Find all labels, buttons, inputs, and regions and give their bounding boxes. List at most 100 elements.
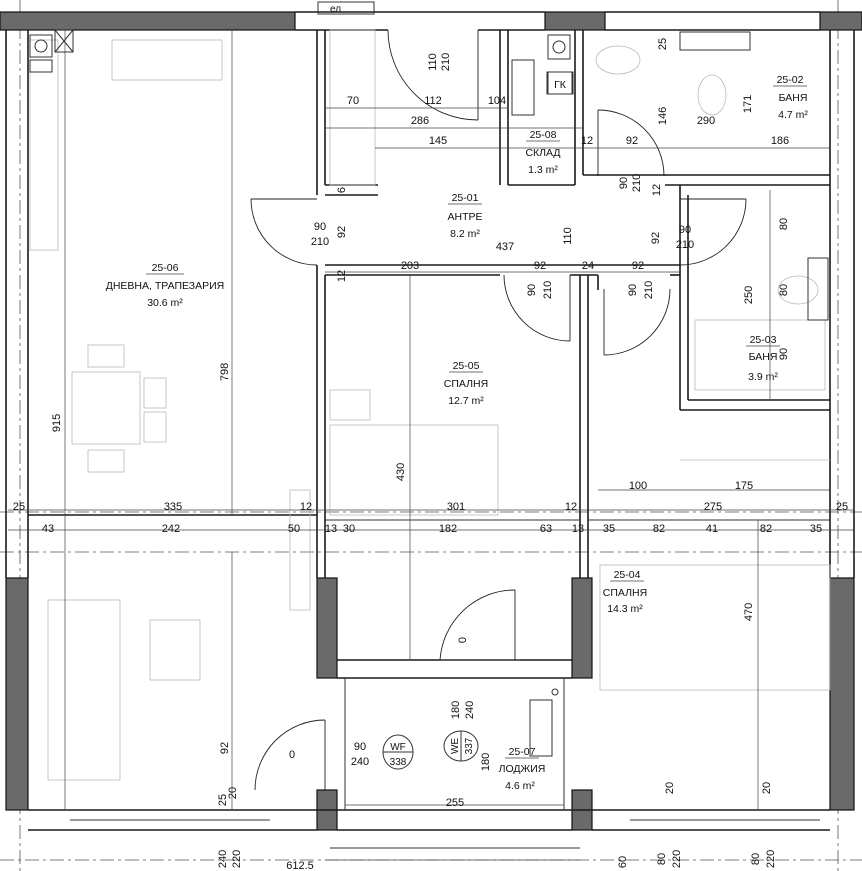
dim-text: 35 bbox=[810, 523, 822, 535]
dim-text: 250 bbox=[743, 286, 755, 304]
dim-text: 210 bbox=[676, 239, 694, 251]
dim-text: 12 bbox=[565, 501, 577, 513]
room-25-07: 25-07 ЛОДЖИЯ 4.6 m² bbox=[499, 746, 546, 792]
we-label: WE bbox=[450, 738, 461, 754]
dim-text: 915 bbox=[51, 414, 63, 432]
dim-text: 70 bbox=[347, 95, 359, 107]
room-code: 25-06 bbox=[152, 262, 179, 274]
dim-text: 13 bbox=[572, 523, 584, 535]
dim-text: 90 bbox=[526, 284, 538, 296]
dim-text: 92 bbox=[626, 135, 638, 147]
dim-text: 92 bbox=[336, 226, 348, 238]
dim-text: 80 bbox=[778, 218, 790, 230]
dim-text: 25 bbox=[217, 794, 229, 806]
dim-text: 242 bbox=[162, 523, 180, 535]
room-25-05: 25-05 СПАЛНЯ 12.7 m² bbox=[444, 360, 488, 407]
room-name: ЛОДЖИЯ bbox=[499, 763, 546, 775]
dim-text: 104 bbox=[488, 95, 506, 107]
dim-text: 110 bbox=[562, 227, 574, 245]
tags: ГК ел WF 338 WE 337 bbox=[317, 1, 574, 770]
dim-text: 286 bbox=[411, 115, 429, 127]
room-code: 25-07 bbox=[509, 746, 536, 758]
room-code: 25-03 bbox=[750, 334, 777, 346]
room-name: БАНЯ bbox=[779, 92, 808, 104]
room-code: 25-01 bbox=[452, 192, 479, 204]
gk-tag: ГК bbox=[554, 79, 567, 91]
we-value: 337 bbox=[464, 737, 475, 754]
dim-text: 35 bbox=[603, 523, 615, 535]
dim-text: 25 bbox=[13, 501, 25, 513]
dim-text: 24 bbox=[582, 260, 594, 272]
room-25-08: 25-08 СКЛАД 1.3 m² bbox=[525, 129, 560, 176]
dim-text: 50 bbox=[288, 523, 300, 535]
room-code: 25-05 bbox=[453, 360, 480, 372]
room-code: 25-02 bbox=[777, 74, 804, 86]
dim-text: 90 bbox=[314, 221, 326, 233]
dim-text: 90 bbox=[679, 224, 691, 236]
dim-text: 470 bbox=[743, 603, 755, 621]
dim-text: 430 bbox=[395, 463, 407, 481]
dim-text: 175 bbox=[735, 480, 753, 492]
dim-text: 290 bbox=[697, 115, 715, 127]
dim-text: 92 bbox=[632, 260, 644, 272]
wf-value: 338 bbox=[390, 757, 407, 768]
room-25-04: 25-04 СПАЛНЯ 14.3 m² bbox=[603, 569, 647, 615]
room-area: 1.3 m² bbox=[528, 164, 558, 176]
dim-text: 0 bbox=[289, 749, 295, 761]
dim-text: 12 bbox=[336, 270, 348, 282]
room-name: АНТРЕ bbox=[447, 211, 482, 223]
dim-text: 43 bbox=[42, 523, 54, 535]
el-tag: ел bbox=[330, 4, 341, 15]
doors bbox=[250, 29, 747, 791]
furniture bbox=[29, 29, 831, 781]
dim-text: 20 bbox=[761, 782, 773, 794]
room-code: 25-08 bbox=[530, 129, 557, 141]
structural-walls bbox=[0, 11, 862, 831]
room-area: 4.6 m² bbox=[505, 780, 535, 792]
dim-text: 210 bbox=[440, 53, 452, 71]
dim-text: 12 bbox=[300, 501, 312, 513]
dim-text: 180 bbox=[480, 753, 492, 771]
room-area: 30.6 m² bbox=[147, 297, 183, 309]
dimension-lines bbox=[8, 30, 854, 861]
room-code: 25-04 bbox=[614, 569, 641, 581]
dim-text: 240 bbox=[217, 850, 229, 868]
dim-text: 112 bbox=[424, 95, 442, 107]
dim-text: 145 bbox=[429, 135, 447, 147]
dim-text: 146 bbox=[657, 107, 669, 125]
dim-text: 335 bbox=[164, 501, 182, 513]
dim-text: 90 bbox=[627, 284, 639, 296]
room-area: 14.3 m² bbox=[607, 603, 643, 615]
dim-text: 437 bbox=[496, 241, 514, 253]
room-name: СПАЛНЯ bbox=[603, 587, 647, 599]
dim-text: 20 bbox=[227, 787, 239, 799]
dim-text: 63 bbox=[540, 523, 552, 535]
dim-text: 110 bbox=[427, 53, 439, 71]
dim-text: 6 bbox=[336, 187, 348, 193]
room-name: СКЛАД bbox=[525, 147, 560, 159]
dim-text: 180 bbox=[450, 701, 462, 719]
dim-text: 12 bbox=[581, 135, 593, 147]
room-25-02: 25-02 БАНЯ 4.7 m² bbox=[773, 74, 808, 121]
room-area: 8.2 m² bbox=[450, 228, 480, 240]
dim-text: 186 bbox=[771, 135, 789, 147]
dim-text: 275 bbox=[704, 501, 722, 513]
room-area: 4.7 m² bbox=[778, 109, 808, 121]
dim-text: 20 bbox=[664, 782, 676, 794]
dim-text: 210 bbox=[311, 236, 329, 248]
dim-text: 12 bbox=[651, 184, 663, 196]
room-name: БАНЯ bbox=[749, 351, 778, 363]
room-area: 12.7 m² bbox=[448, 395, 484, 407]
dim-text: 60 bbox=[617, 856, 629, 868]
dim-text: 255 bbox=[446, 797, 464, 809]
dim-text: 0 bbox=[457, 637, 469, 643]
dim-text: 798 bbox=[219, 363, 231, 381]
dim-text: 612.5 bbox=[286, 860, 314, 871]
dim-text: 90 bbox=[618, 177, 630, 189]
dim-text: 90 bbox=[778, 348, 790, 360]
dim-text: 92 bbox=[650, 232, 662, 244]
dim-text: 80 bbox=[656, 853, 668, 865]
dim-text: 240 bbox=[464, 701, 476, 719]
